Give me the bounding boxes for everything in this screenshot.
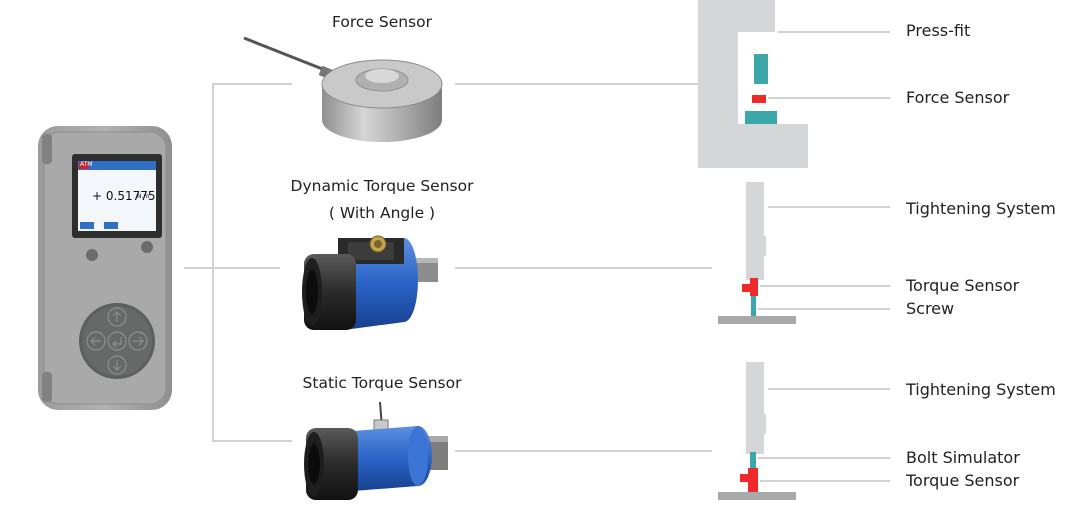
dyn-diag-base: [718, 316, 796, 324]
dynamic-torque-sensor-image: [302, 235, 438, 330]
label-tightening-system-1: Tightening System: [906, 199, 1056, 218]
connector-lines: [184, 31, 890, 482]
right-key: [128, 331, 148, 351]
press-force-sensor: [752, 95, 766, 103]
press-fit-diagram: [698, 0, 808, 168]
meter-screen-header: [78, 161, 156, 170]
static-tightening-diagram: [718, 362, 796, 500]
meter-right-key: [141, 241, 153, 253]
left-key: [86, 331, 106, 351]
meter-reading: + 0.51775: [92, 189, 156, 203]
dyn-diag-screw: [751, 296, 756, 316]
label-force-sensor: Force Sensor: [906, 88, 1010, 107]
force-sensor-title: Force Sensor: [332, 13, 432, 31]
meter-unit: N.m: [137, 193, 150, 200]
static-diag-bolt-simulator: [750, 452, 756, 468]
meter-brand: ATM: [80, 161, 93, 168]
force-sensor-cable: [243, 36, 331, 74]
label-bolt-simulator: Bolt Simulator: [906, 448, 1020, 467]
label-torque-sensor-2: Torque Sensor: [906, 471, 1020, 490]
handheld-meter: [38, 126, 172, 410]
dynamic-tightening-diagram: [718, 182, 796, 324]
meter-brand-badge: [79, 162, 89, 169]
meter-clip-top: [42, 134, 52, 164]
dyn-diag-torque-sensor: [750, 278, 758, 296]
label-tightening-system-2: Tightening System: [906, 380, 1056, 399]
static-tightening-tool: [746, 362, 764, 454]
press-lower-part: [745, 111, 777, 124]
meter-screen: [78, 161, 156, 231]
static-sensor-title: Static Torque Sensor: [302, 374, 462, 392]
label-screw: Screw: [906, 299, 955, 318]
label-torque-sensor-1: Torque Sensor: [906, 276, 1020, 295]
press-upper-ram: [754, 54, 768, 84]
left-bracket-line: [212, 83, 292, 442]
dynamic-sensor-title: Dynamic Torque Sensor: [290, 177, 474, 195]
force-sensor-image: [243, 36, 443, 142]
static-torque-sensor-image: [304, 401, 448, 500]
static-diag-base: [718, 492, 796, 500]
static-diag-torque-sensor: [748, 468, 758, 492]
meter-clip-bottom: [42, 372, 52, 402]
up-key: [107, 307, 127, 327]
label-press-fit: Press-fit: [906, 21, 971, 40]
static-body: [340, 426, 432, 492]
meter-left-key: [86, 249, 98, 261]
dyn-tightening-tool: [746, 182, 764, 280]
down-key: [107, 355, 127, 375]
enter-key: [107, 331, 127, 351]
dynamic-sensor-subtitle: ( With Angle ): [328, 204, 436, 222]
